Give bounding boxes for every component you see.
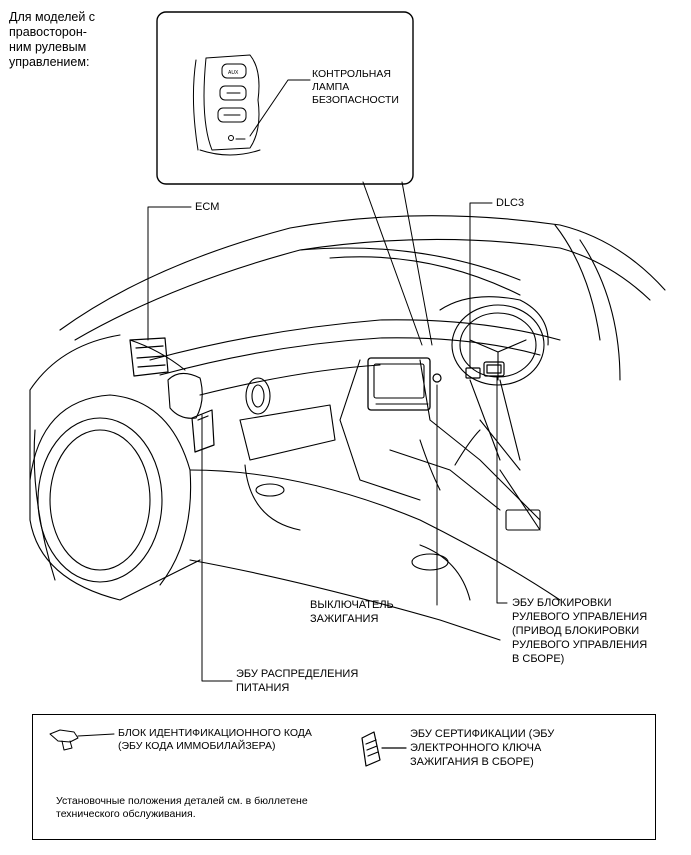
steering-lock-component [483,361,505,377]
security-lamp-leader [249,79,311,137]
certification-ecu-label: ЭБУ СЕРТИФИКАЦИИ (ЭБУ ЭЛЕКТРОННОГО КЛЮЧА… [410,728,555,768]
power-distribution-ecu-label: ЭБУ РАСПРЕДЕЛЕНИЯ ПИТАНИЯ [236,668,359,694]
dlc3-label: DLC3 [496,197,525,209]
transponder-key-icon [49,729,115,751]
ignition-switch-component [432,373,442,383]
legend-box [32,714,656,840]
ecm-label: ECM [195,201,220,213]
dlc3-component [465,367,481,379]
certification-ecu-icon [361,731,407,767]
svg-text:AUX: AUX [228,70,239,76]
ecm-component [129,337,169,377]
steering-lock-leader [496,375,508,604]
dlc3-leader [469,202,493,369]
security-lamp-label: КОНТРОЛЬНАЯ ЛАМПА БЕЗОПАСНОСТИ [312,68,399,106]
power-distribution-ecu [191,409,215,453]
switch-panel-drawing: AUX [192,54,261,156]
power-ecu-leader [201,414,233,682]
rhd-models-note: Для моделей с правосторон- ним рулевым у… [9,10,96,69]
transponder-key-label: БЛОК ИДЕНТИФИКАЦИОННОГО КОДА (ЭБУ КОДА И… [118,727,312,752]
car-body [29,215,666,641]
ignition-switch-label: ВЫКЛЮЧАТЕЛЬ ЗАЖИГАНИЯ [310,599,394,625]
footnote: Установочные положения деталей см. в бюл… [56,795,308,820]
inset-frame [156,11,414,185]
ecm-leader [147,206,192,341]
center-display [367,357,431,411]
steering-lock-ecu-label: ЭБУ БЛОКИРОВКИ РУЛЕВОГО УПРАВЛЕНИЯ (ПРИВ… [512,597,648,665]
